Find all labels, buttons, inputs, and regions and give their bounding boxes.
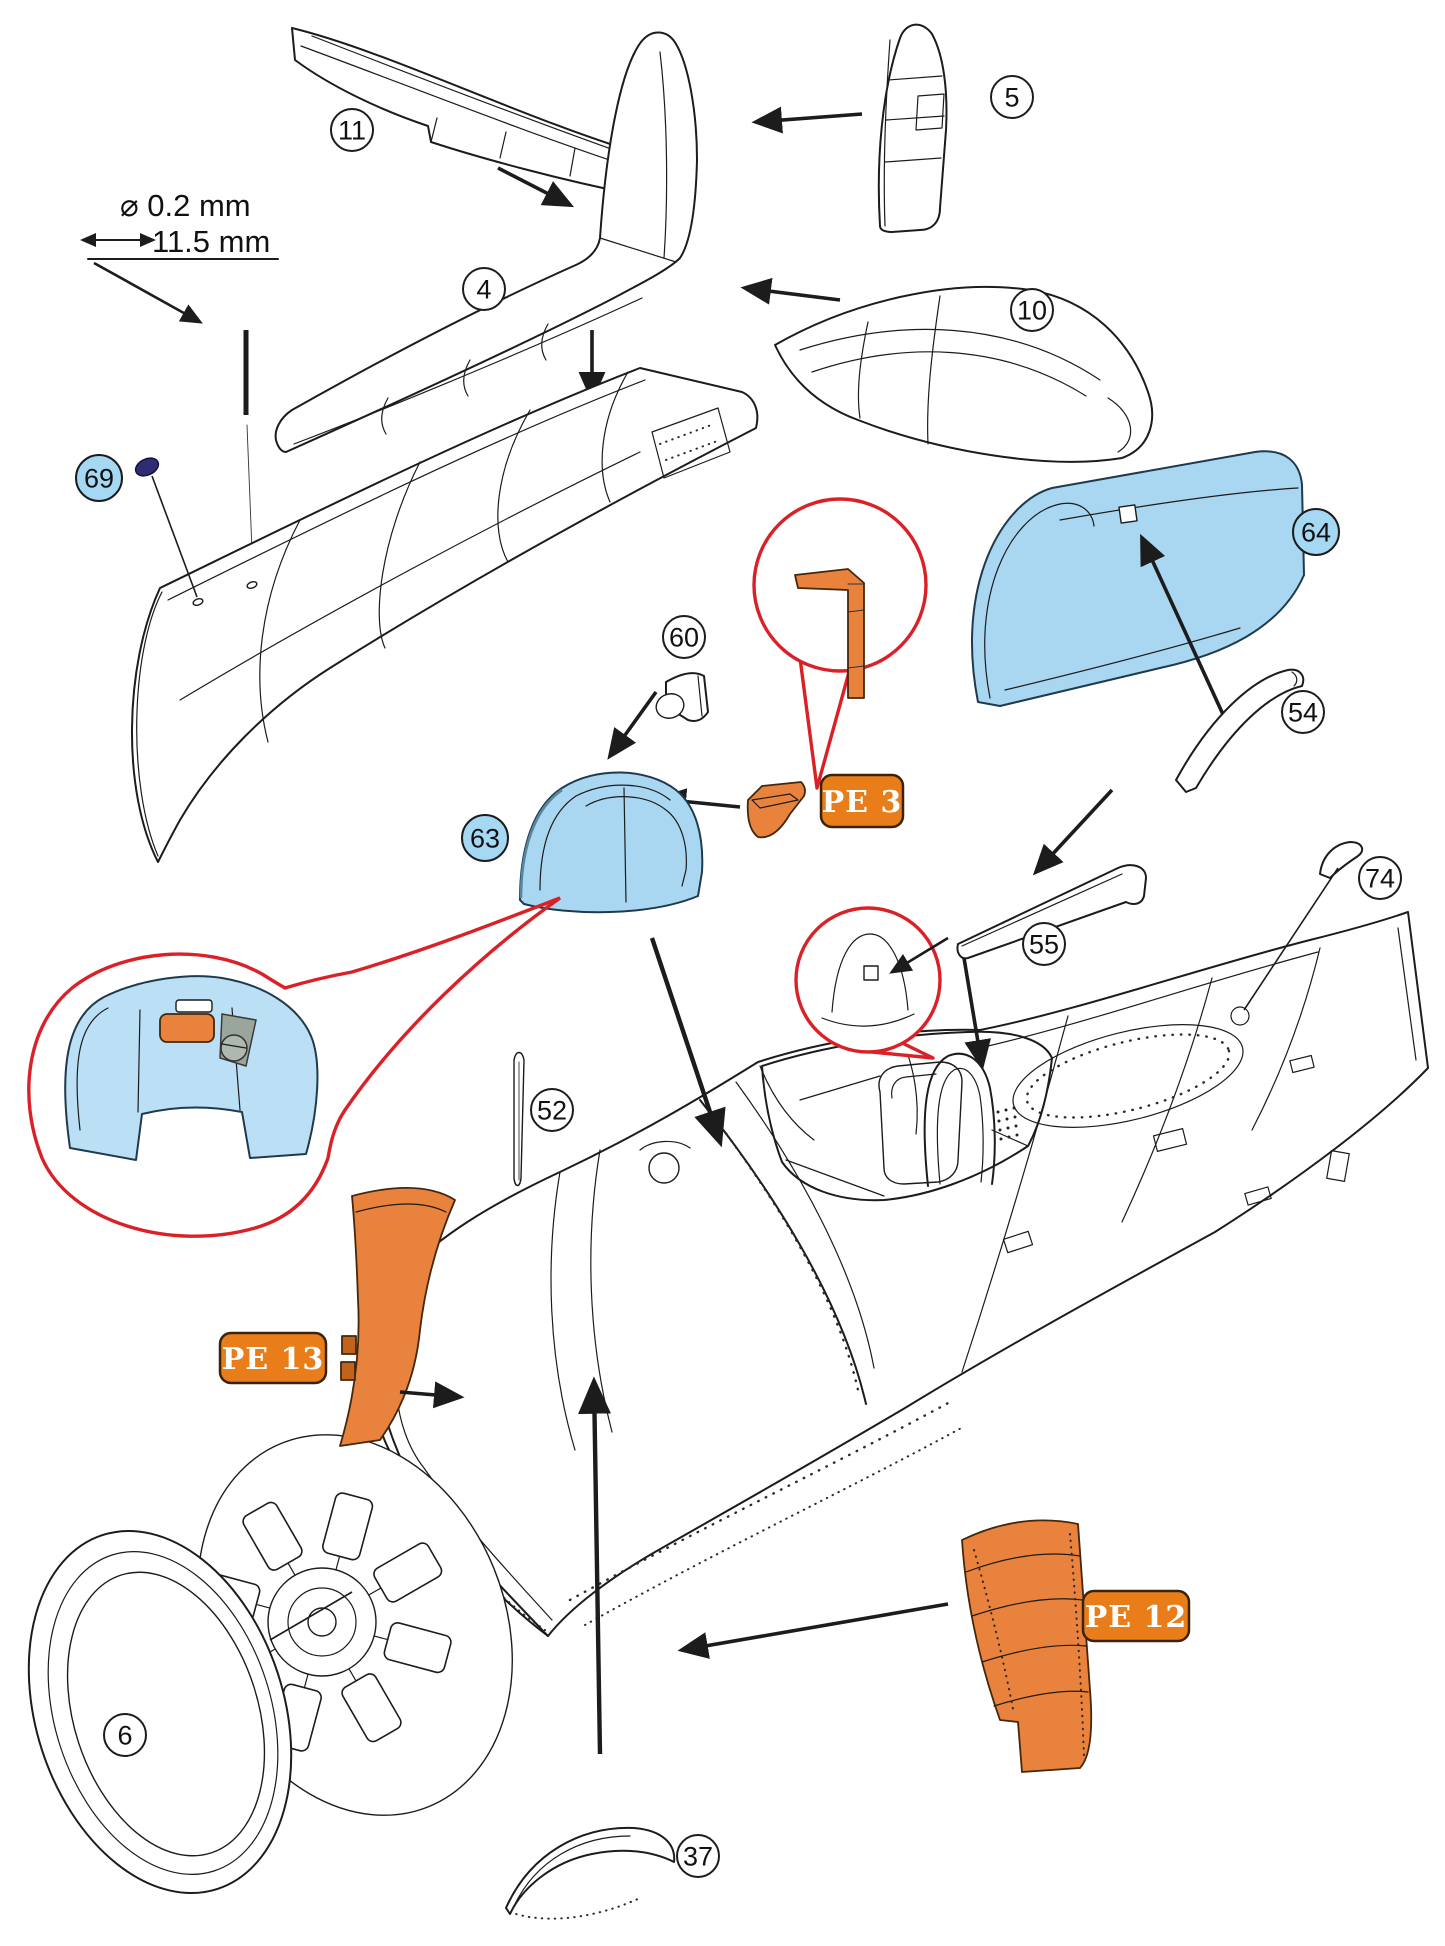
part-52-blade [513,1051,525,1187]
pe13-part [339,1187,465,1447]
headrest-detail-callout [794,906,949,1060]
callout-63: 63 [461,814,509,862]
assembly-arrow-55b [962,957,992,1071]
assembly-arrow-10 [740,277,841,305]
assembly-arrow-headrest [889,936,949,974]
pe13-badge-text: PE 13 [222,1342,325,1377]
callout-54-text: 54 [1288,698,1318,728]
double-arrow-right-head [140,233,156,247]
assembly-arrow-63 [649,937,726,1148]
callout-55: 55 [1022,922,1066,966]
leader-line-6 [269,1591,353,1641]
callout-74: 74 [1358,856,1402,900]
callout-63-text: 63 [470,824,500,854]
assembly-arrow-55a [1032,788,1114,876]
rear-fuselage-half [131,367,759,863]
assembly-arrow-pe12 [677,1602,949,1659]
part-5-rudder [751,23,948,233]
callout-54: 54 [1281,690,1325,734]
part-74-location-ring [1230,1006,1250,1026]
part-63-windscreen [519,771,726,1148]
mount-tab [175,999,213,1013]
pe-square-mark [863,965,879,981]
pe3-magnifier-balloon [752,497,928,790]
callout-4-text: 4 [476,275,491,305]
assembly-arrow-5 [751,106,863,134]
callout-64-text: 64 [1301,518,1331,548]
assembly-arrow-11 [497,166,575,208]
callout-10: 10 [1010,288,1054,332]
leader-line-74 [1243,867,1339,1011]
balloon-tail [798,652,856,790]
windscreen-interior-callout [27,896,561,1238]
callout-11-text: 11 [338,116,366,146]
callout-74-text: 74 [1365,864,1395,894]
callout-11: 11 [330,108,374,152]
part-74 [1243,841,1364,1011]
leader-line-69 [151,475,198,598]
callout-52-text: 52 [537,1096,567,1126]
part-55-rail-strip [956,788,1147,1071]
pe12-part [677,1519,1093,1773]
double-arrow-left-head [80,233,96,247]
wire-measurement-note: ⌀ 0.2 mm 11.5 mm [80,188,279,577]
callout-60-text: 60 [669,623,699,653]
part-69-light [134,457,160,477]
pe12-badge-text: PE 12 [1085,1600,1188,1635]
pe13-badge: PE 13 [218,1331,328,1385]
part-11-wing [291,27,649,208]
pe3-badge: PE 3 [819,773,905,829]
part-54-rail [1175,668,1305,793]
callout-37: 37 [676,1834,720,1878]
pe-part-installed [159,1013,215,1043]
wire-length-text: 11.5 mm [152,224,270,259]
callout-52: 52 [530,1088,574,1132]
part-54-location-mark [1118,504,1138,524]
part-64-canopy [970,450,1305,735]
pilot-seat [878,1061,963,1185]
wire-diameter-text: ⌀ 0.2 mm [120,188,251,223]
part-6-cowl-ring [27,1530,353,1894]
callout-69-text: 69 [84,464,114,494]
callout-5-text: 5 [1004,83,1019,113]
pe12-badge: PE 12 [1081,1589,1191,1643]
callout-60: 60 [662,615,706,659]
callout-5: 5 [990,75,1034,119]
assembly-arrow-60 [607,690,658,760]
callout-64: 64 [1292,508,1340,556]
antenna-hole [192,598,204,606]
callout-55-text: 55 [1029,930,1059,960]
access-panel-oval [1012,1024,1244,1128]
part-37-cowl-flaps [505,1826,676,1920]
assembly-arrow-pe13 [399,1381,465,1409]
callout-4: 4 [462,267,506,311]
pe3-part-magnified [794,568,865,699]
pe3-badge-text: PE 3 [822,785,903,820]
part-60-gunsight [607,672,709,760]
callout-37-text: 37 [683,1842,713,1872]
callout-10-text: 10 [1017,296,1047,326]
measurement-arrow [93,261,203,324]
assembly-arrow-underside [578,1376,611,1755]
wire-hole [246,581,258,589]
callout-outline [27,896,561,1238]
callout-69: 69 [75,454,123,502]
assembly-arrow-64 [1140,533,1234,735]
perforated-plate [996,1106,1019,1141]
callout-6: 6 [103,1713,147,1757]
part-10-wing [740,277,1154,463]
callout-6-text: 6 [117,1721,132,1751]
